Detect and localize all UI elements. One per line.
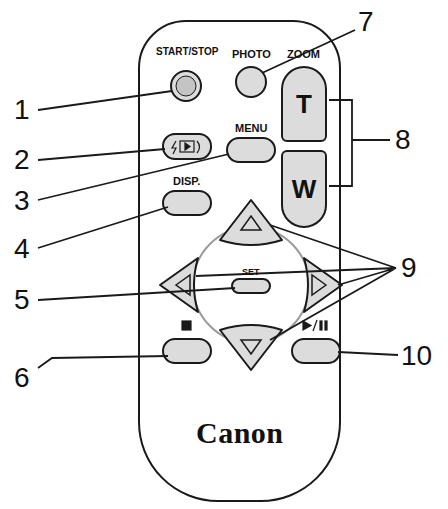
up-button (220, 200, 282, 245)
button-letter: W (292, 174, 317, 205)
down-button (220, 325, 282, 370)
leader-line (38, 356, 168, 368)
leader-line (338, 352, 398, 355)
callout-number: 8 (395, 126, 411, 154)
down-glyph (241, 340, 261, 354)
callout-number: 10 (401, 342, 432, 370)
callout-number: 5 (14, 286, 30, 314)
callout-number: 4 (14, 235, 30, 263)
disp-button (163, 191, 211, 215)
stop-button (163, 339, 211, 363)
photo-button (236, 67, 266, 97)
right-glyph (312, 275, 326, 295)
stop-symbol (182, 321, 191, 330)
leader-line (196, 225, 396, 340)
button-label: START/STOP (156, 47, 218, 57)
play-pause-button (292, 339, 340, 363)
flash-icon (172, 141, 176, 154)
callout-number: 7 (358, 8, 374, 36)
menu-button (227, 138, 275, 162)
bracket (329, 100, 390, 186)
button-label: PHOTO (232, 49, 271, 60)
play-symbol (303, 321, 311, 330)
button-label: SET (242, 268, 260, 277)
playback-triangle (185, 143, 190, 150)
leader-line (38, 288, 235, 300)
leader-line (38, 154, 229, 200)
leader-line (38, 207, 168, 248)
button-letter: T (296, 89, 312, 120)
callout-number: 1 (14, 96, 30, 124)
start-stop-button (171, 71, 201, 101)
mode-arc (197, 141, 200, 153)
pause-bar (320, 321, 322, 330)
mode-button (163, 134, 211, 159)
remote-body: Canon T W (138, 20, 341, 502)
set-button (232, 279, 270, 293)
button-label: ZOOM (287, 49, 320, 60)
button-label: DISP. (173, 176, 200, 187)
playback-icon (180, 141, 194, 152)
button-label: MENU (235, 123, 267, 134)
start-stop-inner (176, 76, 196, 96)
right-button (304, 258, 342, 312)
up-glyph (241, 216, 261, 230)
callout-number: 9 (401, 254, 417, 282)
callout-number: 3 (14, 187, 30, 215)
leader-line (38, 149, 165, 160)
zoom-tele-button: T (281, 66, 327, 142)
left-button (160, 258, 198, 312)
slash-symbol (313, 320, 317, 331)
brand-logo: Canon (196, 416, 284, 450)
callout-number: 2 (14, 146, 30, 174)
zoom-wide-button: W (281, 150, 327, 228)
callout-number: 6 (14, 364, 30, 392)
pause-bar (325, 321, 327, 330)
leader-line (38, 91, 172, 110)
